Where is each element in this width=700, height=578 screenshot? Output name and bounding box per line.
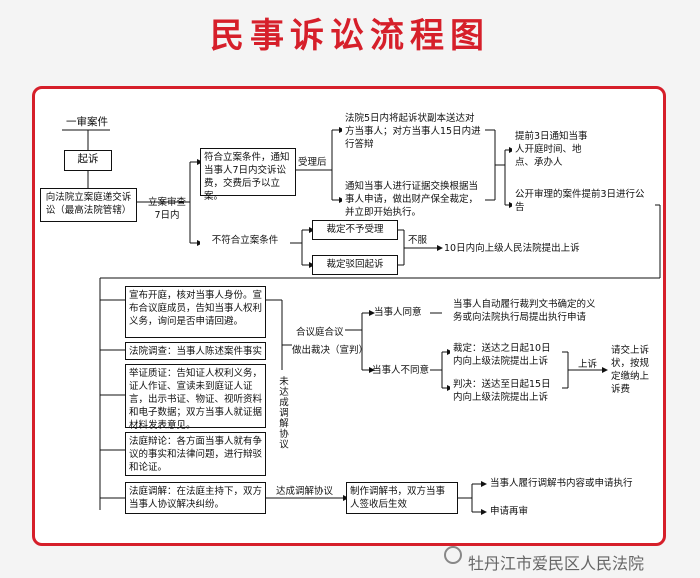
serve-copy-text: 法院5日内将起诉状副本送达对方当事人；对方当事人15日内进行答辩	[342, 110, 485, 150]
party-disagree-label: 当事人不同意	[372, 365, 430, 376]
filing-review-label: 立案审查7日内	[147, 197, 186, 221]
first-case-label: 一审案件	[66, 116, 108, 128]
party-agree-label: 当事人同意	[374, 307, 422, 318]
evidence-exchange-text: 通知当事人进行证据交换根据当事人申请，做出财产保全裁定，并立即开始执行。	[342, 178, 485, 220]
trial-open-box: 宣布开庭，核对当事人身份。宣布合议庭成员，告知当事人权利义务，询问是否申请回避。	[125, 286, 266, 338]
ruling-verdict-label: 做出裁决（宣判）	[292, 345, 369, 356]
page-title: 民事诉讼流程图	[210, 16, 490, 56]
collegiate-label: 合议庭合议	[296, 327, 344, 338]
ruling-dismiss-box: 裁定驳回起诉	[312, 255, 398, 275]
perform-mediation-text: 当事人履行调解书内容或申请执行	[490, 478, 633, 489]
court-investigation-box: 法院调查：当事人陈述案件事实	[125, 342, 266, 360]
ruling-not-accept-box: 裁定不予受理	[312, 220, 398, 240]
mediation-doc-box: 制作调解书，双方当事人签收后生效	[346, 482, 458, 514]
court-mediation-box: 法庭调解：在法庭主持下，双方当事人协议解决纠纷。	[125, 482, 266, 514]
wechat-icon	[444, 546, 462, 564]
ruling-appeal-text: 裁定：送达之日起10日内向上级法院提出上诉	[450, 340, 562, 370]
public-notice-text: 公开审理的案件提前3日进行公告	[512, 186, 655, 216]
verdict-appeal-text: 判决：送达至日起15日内向上级法院提出上诉	[450, 376, 562, 406]
notify-hearing-text: 提前3日通知当事人开庭时间、地点、承办人	[512, 128, 596, 170]
meets-conditions-box: 符合立案条件，通知当事人7日内交诉讼费，交费后予以立案。	[200, 148, 296, 202]
submit-complaint-box: 向法院立案庭递交诉讼（最高法院管辖）	[40, 188, 137, 222]
disagree-label: 不服	[408, 235, 428, 246]
auto-perform-text: 当事人自动履行裁判文书确定的义务或向法院执行局提出执行申请	[450, 296, 600, 338]
file-suit-box: 起诉	[64, 150, 112, 171]
court-debate-box: 法庭辩论：各方面当事人就有争议的事实和法律问题，进行辩驳和论证。	[125, 432, 266, 476]
accepted-label: 受理后	[298, 157, 327, 168]
retrial-text: 申请再审	[490, 506, 529, 517]
watermark: 牡丹江市爱民区人民法院	[468, 554, 645, 573]
cross-exam-box: 举证质证：告知证人权利义务，证人作证、宣读未到庭证人证言，出示书证、物证、视听资…	[125, 364, 266, 431]
not-meet-text: 不符合立案条件	[200, 232, 290, 254]
appeal-label: 上诉	[578, 359, 598, 370]
agreement-reached-label: 达成调解协议	[276, 486, 334, 497]
no-agreement-label: 未达成调解协议	[277, 376, 288, 450]
appeal-10days-text: 10日内向上级人民法院提出上诉	[444, 243, 580, 254]
submit-appeal-text: 请交上诉状，按规定缴纳上诉费	[608, 342, 660, 398]
